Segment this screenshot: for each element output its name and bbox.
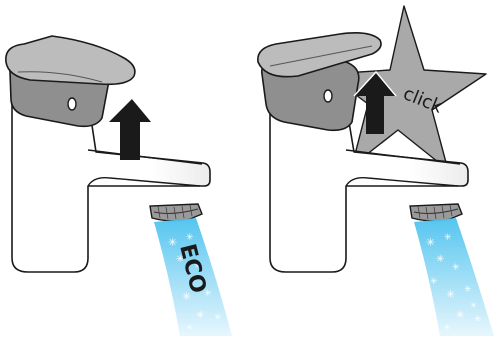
right-lever-top xyxy=(257,32,382,78)
svg-text:✳: ✳ xyxy=(444,323,451,332)
svg-text:✳: ✳ xyxy=(452,263,460,273)
svg-text:✳: ✳ xyxy=(446,288,455,301)
left-faucet: ✳ ✳ ✳ ✳ ✳ ✳ ✳ ✳ ✳ ECO xyxy=(5,35,232,336)
left-water-stream xyxy=(154,218,232,336)
left-faucet-body xyxy=(11,91,211,273)
svg-text:✳: ✳ xyxy=(426,236,435,249)
right-faucet: click ✳ ✳ ✳ ✳ ✳ ✳ ✳ ✳ ✳ ✳ ✳ xyxy=(257,5,494,336)
svg-text:✳: ✳ xyxy=(444,233,452,243)
water-sparkle-icon: ✳ ✳ ✳ ✳ ✳ ✳ ✳ ✳ ✳ ✳ ✳ xyxy=(426,233,482,332)
svg-text:✳: ✳ xyxy=(186,233,194,243)
svg-text:✳: ✳ xyxy=(474,315,482,325)
svg-text:✳: ✳ xyxy=(204,289,212,299)
svg-text:✳: ✳ xyxy=(182,290,191,303)
svg-text:✳: ✳ xyxy=(196,310,204,321)
svg-text:✳: ✳ xyxy=(456,310,464,321)
right-faucet-body xyxy=(269,95,469,273)
left-lever-top xyxy=(5,35,136,86)
svg-text:✳: ✳ xyxy=(186,323,193,332)
svg-text:✳: ✳ xyxy=(214,313,222,323)
svg-text:✳: ✳ xyxy=(464,285,472,295)
up-arrow-icon xyxy=(108,98,152,160)
water-sparkle-icon: ✳ ✳ ✳ ✳ ✳ ✳ ✳ ✳ ✳ xyxy=(168,233,222,332)
svg-text:✳: ✳ xyxy=(194,261,202,271)
up-arrow-icon xyxy=(354,72,396,134)
svg-text:✳: ✳ xyxy=(168,236,177,249)
svg-text:✳: ✳ xyxy=(470,301,477,310)
svg-text:✳: ✳ xyxy=(436,254,444,265)
svg-text:✳: ✳ xyxy=(176,254,184,265)
svg-text:✳: ✳ xyxy=(430,277,438,287)
right-water-stream xyxy=(414,218,494,336)
